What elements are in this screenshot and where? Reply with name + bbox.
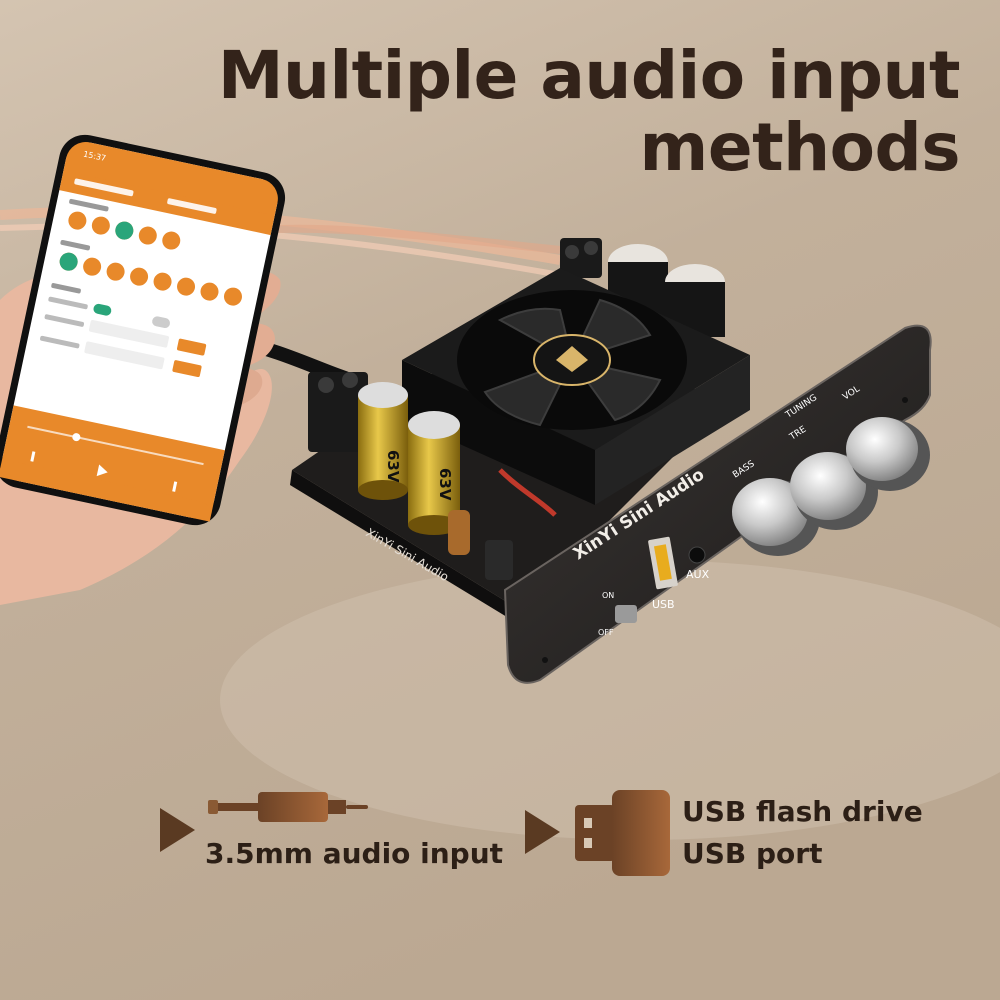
headline-line-1: Multiple audio input [217, 37, 961, 114]
usb-port-label: USB [652, 598, 675, 611]
capacitor-label: 63V [384, 450, 402, 483]
feature-label-audio-input: 3.5mm audio input [205, 837, 504, 870]
switch-label-off: OFF [598, 628, 614, 637]
power-switch[interactable] [615, 605, 637, 623]
bullet-arrow-icon [525, 810, 560, 854]
feature-label-usb-line-1: USB flash drive [682, 795, 923, 828]
capacitor-label: 63V [436, 468, 454, 501]
aux-port-label: AUX [686, 568, 710, 581]
feature-label-usb-line-2: USB port [682, 837, 823, 870]
headline: Multiple audio input methods [200, 37, 961, 186]
audio-jack-icon [208, 792, 368, 822]
headline-line-2: methods [639, 109, 961, 186]
switch-label-on: ON [602, 591, 614, 600]
volume-knob[interactable] [846, 417, 930, 491]
bullet-arrow-icon [160, 808, 195, 852]
usb-drive-icon [575, 790, 670, 876]
